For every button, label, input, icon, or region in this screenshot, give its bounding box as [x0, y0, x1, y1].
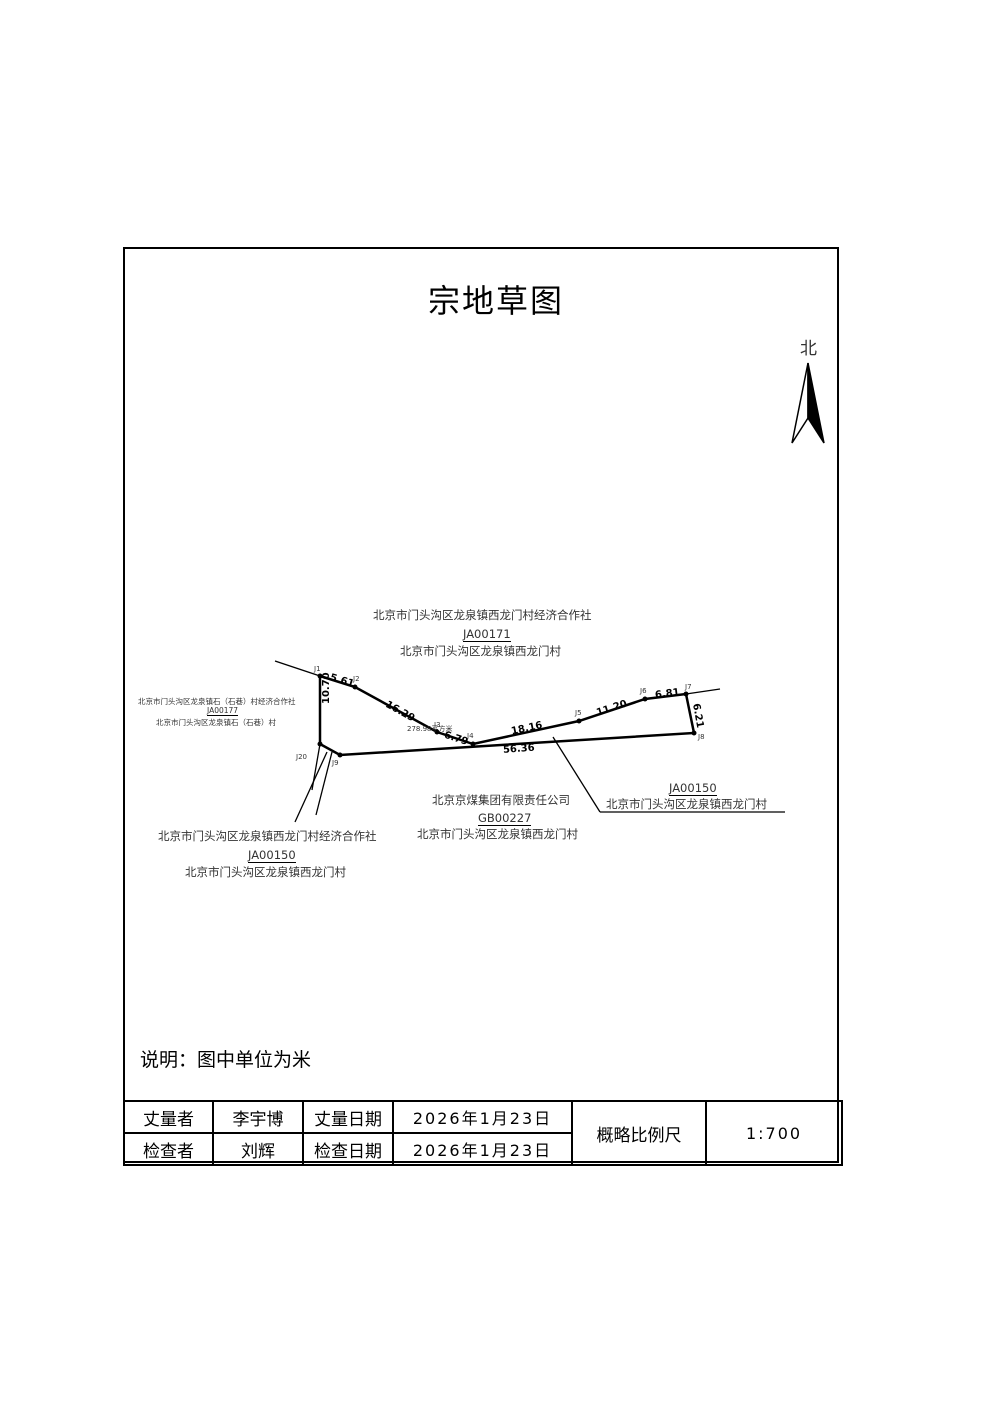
neighbor-west-location: 北京市门头沟区龙泉镇石（石巷）村 — [156, 718, 276, 727]
north-arrow-icon — [791, 362, 825, 444]
edge-length: 56.36 — [503, 743, 535, 756]
edge-length: 5.61 — [329, 672, 356, 690]
survey-info-table: 丈量者 李宇博 丈量日期 2026年1月23日 概略比例尺 1:700 检查者 … — [123, 1100, 843, 1166]
neighbor-southwest-code: JA00150 — [248, 848, 296, 863]
survey-date-label: 丈量日期 — [302, 1100, 394, 1134]
point-label: J7 — [684, 683, 692, 691]
neighbor-north-location: 北京市门头沟区龙泉镇西龙门村 — [400, 644, 561, 658]
scale-label: 概略比例尺 — [571, 1100, 707, 1166]
edge-length: 6.79 — [443, 730, 470, 748]
check-date: 2026年1月23日 — [392, 1132, 573, 1166]
surveyor-name: 李宇博 — [212, 1100, 304, 1134]
page-title: 宗地草图 — [427, 282, 564, 320]
point-label: J2 — [352, 675, 360, 683]
parcel-area-label: 278.98平方米 — [407, 724, 453, 733]
scale-value: 1:700 — [705, 1100, 843, 1166]
point-label: J1 — [313, 665, 321, 673]
neighbor-north-owner: 北京市门头沟区龙泉镇西龙门村经济合作社 — [373, 608, 592, 622]
neighbor-southeast-code: JA00150 — [669, 781, 717, 796]
unit-note: 说明：图中单位为米 — [140, 1049, 312, 1071]
point-label: J6 — [639, 687, 647, 695]
checker-name: 刘辉 — [212, 1132, 304, 1166]
edge-length: 18.16 — [510, 720, 543, 737]
neighbor-south-owner: 北京京煤集团有限责任公司 — [432, 793, 570, 807]
vertex-dots — [317, 673, 697, 758]
neighbor-lines — [274, 660, 785, 823]
neighbor-south-code: GB00227 — [478, 811, 532, 826]
neighbor-north-code: JA00171 — [463, 627, 511, 642]
neighbor-south-location: 北京市门头沟区龙泉镇西龙门村 — [417, 827, 578, 841]
edge-length: 11.20 — [595, 698, 629, 718]
neighbor-southwest-owner: 北京市门头沟区龙泉镇西龙门村经济合作社 — [158, 829, 377, 843]
neighbor-southeast-location: 北京市门头沟区龙泉镇西龙门村 — [606, 797, 767, 811]
surveyor-label: 丈量者 — [123, 1100, 214, 1134]
edge-length: 6.21 — [690, 703, 705, 729]
edge-length: 6.81 — [654, 687, 680, 701]
neighbor-west-code: JA00177 — [207, 706, 239, 716]
edge-length: 10.70 — [321, 672, 332, 704]
parcel-boundary — [318, 674, 696, 757]
edge-length: 16.29 — [383, 699, 416, 724]
point-label: J8 — [697, 733, 705, 741]
survey-date: 2026年1月23日 — [392, 1100, 573, 1134]
point-label: J20 — [295, 753, 307, 761]
point-label: J4 — [466, 732, 474, 740]
checker-label: 检查者 — [123, 1132, 214, 1166]
point-label: J9 — [331, 759, 339, 767]
neighbor-west-owner: 北京市门头沟区龙泉镇石（石巷）村经济合作社 — [138, 697, 296, 706]
check-date-label: 检查日期 — [302, 1132, 394, 1166]
north-label: 北 — [800, 339, 817, 359]
point-label: J3 — [433, 721, 441, 729]
point-label: J5 — [574, 709, 582, 717]
neighbor-southwest-location: 北京市门头沟区龙泉镇西龙门村 — [185, 865, 346, 879]
